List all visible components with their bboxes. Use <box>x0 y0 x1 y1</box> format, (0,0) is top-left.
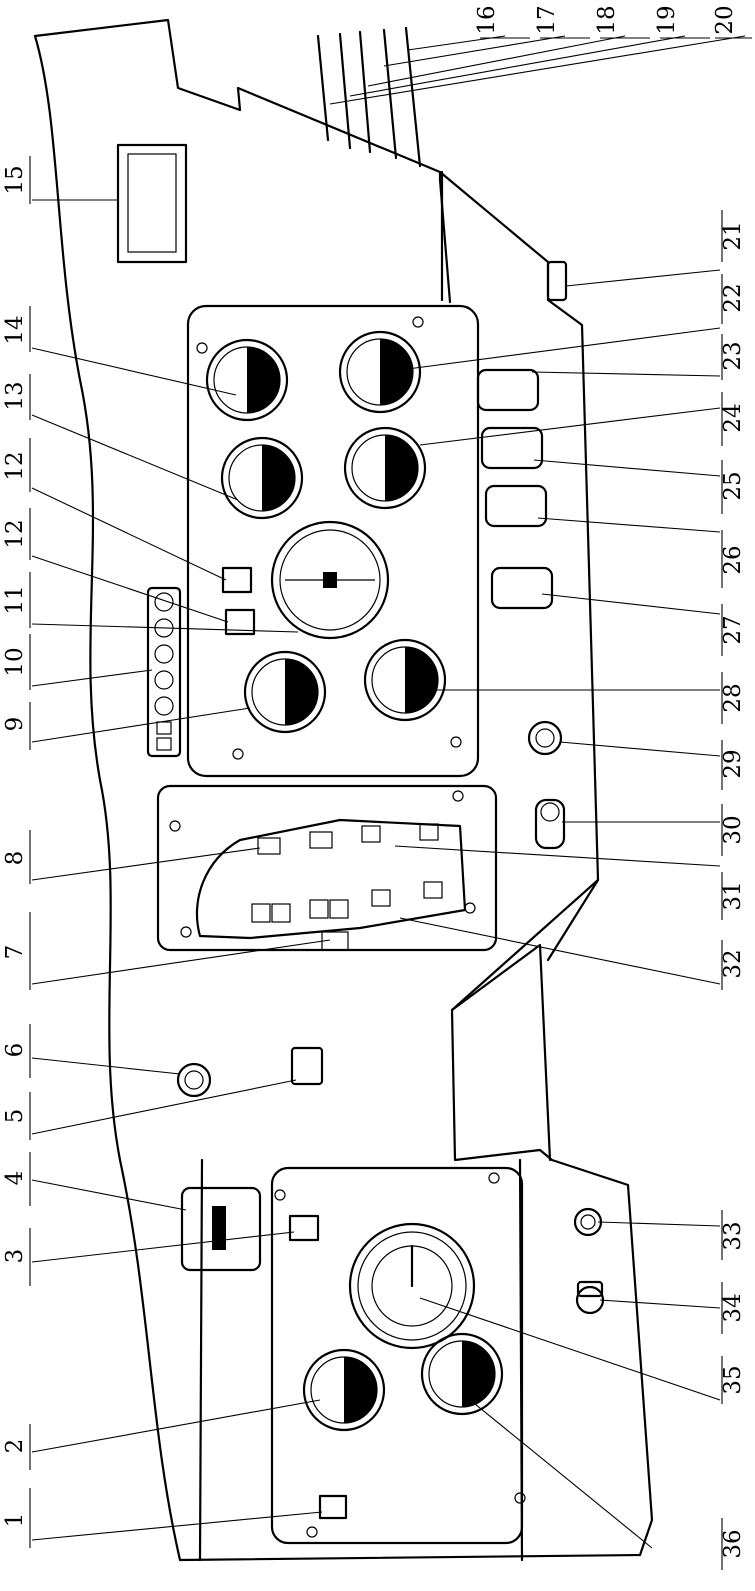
callout-1: 1 <box>2 1513 28 1528</box>
callout-12b: 12 <box>2 451 28 480</box>
fuse-box-frame <box>156 784 498 952</box>
callout-25: 25 <box>720 471 746 500</box>
display-15-frame <box>116 143 188 264</box>
callout-10: 10 <box>2 647 28 676</box>
switch-strip-10 <box>146 586 182 758</box>
gauge-cluster-upper <box>186 304 480 778</box>
feed-line-2 <box>338 32 352 150</box>
callouts-left: 1 2 3 4 5 6 7 8 9 10 11 12 12 13 14 15 <box>2 156 31 1548</box>
callout-34: 34 <box>720 1293 746 1322</box>
cluster-screw <box>232 748 244 760</box>
cluster-lower-frame <box>270 1166 524 1545</box>
knob-29 <box>527 720 563 756</box>
callout-30: 30 <box>720 815 746 844</box>
fuse-box <box>156 784 498 952</box>
callouts-bottom: 36 35 34 33 32 31 30 29 28 27 26 25 24 2… <box>720 210 746 1570</box>
callout-33: 33 <box>720 1221 746 1250</box>
callout-24: 24 <box>720 403 746 432</box>
lower-left-line <box>198 1158 204 1562</box>
callout-15: 15 <box>2 165 28 194</box>
rocker-switches <box>476 368 554 610</box>
feed-lines <box>316 26 422 168</box>
callout-11: 11 <box>2 585 28 614</box>
callout-22: 22 <box>720 283 746 312</box>
tachometer-35 <box>348 1222 476 1350</box>
connector-33 <box>573 1207 603 1237</box>
indicator-lamp-12b <box>224 608 256 636</box>
leader-lines <box>31 35 746 1549</box>
feed-line-3 <box>358 30 372 154</box>
callout-35: 35 <box>720 1365 746 1394</box>
gauge-22 <box>338 330 422 414</box>
callout-7: 7 <box>2 945 28 960</box>
callout-27: 27 <box>720 615 746 644</box>
rocker-switch-25 <box>484 484 548 528</box>
gauge-28 <box>363 638 447 722</box>
callout-21: 21 <box>720 221 746 250</box>
knob-30 <box>534 798 566 850</box>
lower-bevel-line <box>546 878 600 962</box>
cluster-screw <box>196 342 208 354</box>
gauge-cluster-lower <box>270 1166 526 1545</box>
callouts-top: 16 17 18 19 20 <box>474 5 752 39</box>
feed-line-5 <box>404 26 422 168</box>
callout-5: 5 <box>2 1109 28 1124</box>
callout-3: 3 <box>2 1249 28 1264</box>
callout-4: 4 <box>2 1171 28 1186</box>
callout-8: 8 <box>2 851 28 866</box>
rocker-switch-26 <box>490 566 554 610</box>
gauge-9 <box>243 650 327 734</box>
gauge-14 <box>205 338 289 422</box>
callout-16: 16 <box>474 5 500 34</box>
switch-34 <box>575 1280 605 1315</box>
gauge-36 <box>420 1332 504 1416</box>
callout-6: 6 <box>2 1043 28 1058</box>
gauge-24 <box>343 426 427 510</box>
callout-29: 29 <box>720 749 746 778</box>
display-15-screen <box>127 153 177 253</box>
callout-19: 19 <box>654 5 680 34</box>
indicator-lamp-12a <box>221 566 253 594</box>
callout-36: 36 <box>720 1529 746 1558</box>
callout-18: 18 <box>594 5 620 34</box>
cluster-screw <box>450 736 462 748</box>
callout-31: 31 <box>720 881 746 910</box>
break-line <box>33 34 182 1562</box>
indicator-5 <box>290 1046 324 1086</box>
display-15 <box>116 143 188 264</box>
callout-13: 13 <box>2 381 28 410</box>
indicator-3 <box>288 1214 320 1242</box>
indicator-1 <box>318 1494 348 1520</box>
callout-23: 23 <box>720 341 746 370</box>
fuse-box-cutout <box>195 818 467 940</box>
panel-top-edge <box>33 18 442 182</box>
callout-14: 14 <box>2 315 28 344</box>
cluster-upper-frame <box>186 304 480 778</box>
callout-17: 17 <box>534 5 560 34</box>
callout-9: 9 <box>2 717 28 732</box>
callout-20: 20 <box>712 5 738 34</box>
lower-bevel <box>450 943 552 1162</box>
callout-2: 2 <box>2 1439 28 1454</box>
speedometer-11 <box>270 520 390 640</box>
callout-12a: 12 <box>2 519 28 548</box>
callout-26: 26 <box>720 545 746 574</box>
callout-28: 28 <box>720 683 746 712</box>
rocker-switch-23 <box>476 368 540 412</box>
callout-32: 32 <box>720 949 746 978</box>
knob-21 <box>546 260 568 302</box>
gauge-2 <box>302 1348 386 1432</box>
display-4 <box>180 1186 262 1272</box>
rocker-switch-24 <box>480 426 544 470</box>
knob-6 <box>176 1062 212 1098</box>
cluster-screw <box>412 316 424 328</box>
gauge-13 <box>220 436 304 520</box>
feed-line-1 <box>316 34 330 142</box>
